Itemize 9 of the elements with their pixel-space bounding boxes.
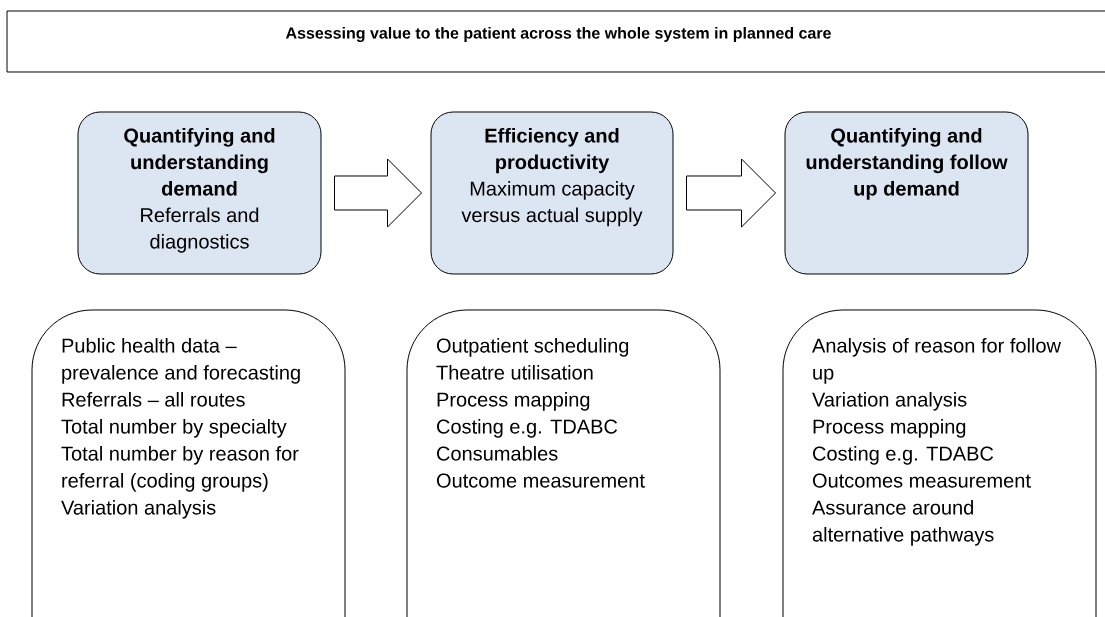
stage-box: Quantifying and understanding follow up demand: [784, 111, 1029, 275]
block-arrow: [686, 158, 776, 228]
list-box: Public health data – prevalence and forecasting Referrals – all routes Total number by specialty Total number by reason for referral (coding groups) Variation analysis: [31, 309, 346, 617]
block-arrow: [334, 158, 422, 228]
list-box: Outpatient scheduling Theatre utilisation Process mapping Costing e.g. TDABC Consumables Outcome measurement: [406, 309, 721, 617]
list-box: Analysis of reason for follow up Variation analysis Process mapping Costing e.g. TDABC Outcomes measurement Assurance around alternative pathways: [782, 309, 1097, 617]
title-box: Assessing value to the patient across the whole system in planned care: [6, 10, 1105, 73]
stage-box: Efficiency and productivity Maximum capacity versus actual supply: [430, 111, 674, 275]
stage-box: Quantifying and understanding demand Referrals and diagnostics: [77, 111, 322, 275]
